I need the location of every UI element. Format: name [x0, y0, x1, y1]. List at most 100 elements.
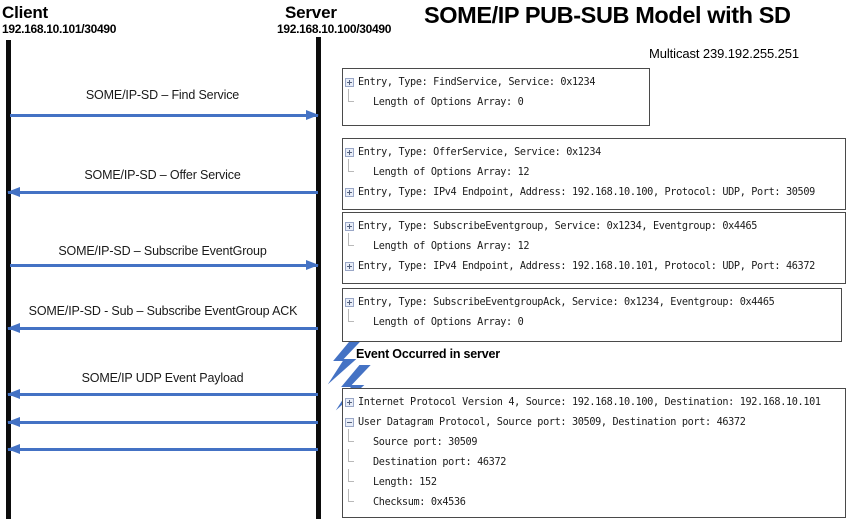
- message-label-subscribe-eventgroup: SOME/IP-SD – Subscribe EventGroup: [58, 244, 267, 258]
- arrow-head: [7, 444, 20, 454]
- arrow-head: [7, 389, 20, 399]
- tree-elbow-icon: [348, 489, 354, 502]
- message-arrow-udp-event-payload-2: [7, 417, 318, 428]
- message-arrow-subscribe-eventgroup-ack: [7, 323, 318, 334]
- arrow-shaft: [10, 264, 318, 267]
- arrow-head: [7, 187, 20, 197]
- server-actor-address: 192.168.10.100/30490: [277, 22, 392, 36]
- packet-row-text: Length: 152: [373, 477, 437, 488]
- packet-box-find-service[interactable]: Entry, Type: FindService, Service: 0x123…: [342, 68, 650, 126]
- message-arrow-udp-event-payload-1: [7, 389, 318, 400]
- packet-row-gutter: [343, 309, 358, 333]
- packet-row-text: Length of Options Array: 12: [373, 241, 530, 252]
- packet-row-toggle[interactable]: [343, 143, 358, 163]
- client-actor-title: Client: [2, 3, 49, 22]
- packet-detail-row[interactable]: Length of Options Array: 12: [343, 233, 845, 257]
- packet-detail-row[interactable]: Length of Options Array: 12: [343, 159, 845, 183]
- client-lifeline: [6, 40, 11, 519]
- tree-elbow-icon: [348, 159, 354, 172]
- message-label-subscribe-eventgroup-ack: SOME/IP-SD - Sub – Subscribe EventGroup …: [28, 304, 298, 318]
- packet-detail-row[interactable]: Entry, Type: FindService, Service: 0x123…: [343, 73, 649, 93]
- packet-detail-row[interactable]: Entry, Type: SubscribeEventgroup, Servic…: [343, 217, 845, 237]
- packet-detail-row[interactable]: Entry, Type: IPv4 Endpoint, Address: 192…: [343, 183, 845, 203]
- packet-detail-row[interactable]: User Datagram Protocol, Source port: 305…: [343, 413, 845, 433]
- arrow-shaft: [8, 448, 318, 451]
- arrow-shaft: [8, 191, 318, 194]
- message-arrow-subscribe-eventgroup: [10, 260, 319, 271]
- arrow-head: [306, 110, 319, 120]
- expand-plus-icon[interactable]: [345, 148, 354, 157]
- arrow-shaft: [8, 327, 318, 330]
- server-lifeline: [316, 37, 321, 519]
- tree-elbow-icon: [348, 233, 354, 246]
- packet-row-text: Entry, Type: OfferService, Service: 0x12…: [358, 147, 601, 158]
- packet-row-text: Checksum: 0x4536: [373, 497, 466, 508]
- packet-row-toggle[interactable]: [343, 183, 358, 203]
- expand-plus-icon[interactable]: [345, 188, 354, 197]
- packet-row-text: Entry, Type: FindService, Service: 0x123…: [358, 77, 596, 88]
- message-arrow-udp-event-payload-3: [7, 444, 318, 455]
- tree-elbow-icon: [348, 89, 354, 102]
- packet-detail-row[interactable]: Length of Options Array: 0: [343, 89, 649, 113]
- packet-row-gutter: [343, 233, 358, 257]
- packet-detail-row[interactable]: Entry, Type: OfferService, Service: 0x12…: [343, 143, 845, 163]
- packet-row-gutter: [343, 159, 358, 183]
- packet-detail-row[interactable]: Length of Options Array: 0: [343, 309, 841, 333]
- expand-plus-icon[interactable]: [345, 398, 354, 407]
- packet-row-text: Internet Protocol Version 4, Source: 192…: [358, 397, 821, 408]
- packet-row-gutter: [343, 429, 358, 453]
- packet-row-text: Length of Options Array: 0: [373, 317, 524, 328]
- packet-row-toggle[interactable]: [343, 217, 358, 237]
- packet-row-text: Entry, Type: SubscribeEventgroup, Servic…: [358, 221, 758, 232]
- arrow-shaft: [8, 393, 318, 396]
- tree-elbow-icon: [348, 309, 354, 322]
- packet-row-text: Length of Options Array: 0: [373, 97, 524, 108]
- packet-row-gutter: [343, 489, 358, 513]
- packet-row-gutter: [343, 89, 358, 113]
- packet-row-text: Destination port: 46372: [373, 457, 507, 468]
- expand-plus-icon[interactable]: [345, 262, 354, 271]
- packet-row-toggle[interactable]: [343, 257, 358, 277]
- packet-row-text: Entry, Type: IPv4 Endpoint, Address: 192…: [358, 187, 815, 198]
- message-arrow-find-service: [10, 110, 319, 121]
- packet-detail-row[interactable]: Destination port: 46372: [343, 449, 845, 473]
- message-arrow-offer-service: [7, 187, 318, 198]
- packet-box-subscribe-eventgroup[interactable]: Entry, Type: SubscribeEventgroup, Servic…: [342, 212, 846, 284]
- packet-detail-row[interactable]: Entry, Type: SubscribeEventgroupAck, Ser…: [343, 293, 841, 313]
- packet-row-text: Length of Options Array: 12: [373, 167, 530, 178]
- tree-elbow-icon: [348, 449, 354, 462]
- expand-plus-icon[interactable]: [345, 78, 354, 87]
- packet-detail-row[interactable]: Internet Protocol Version 4, Source: 192…: [343, 393, 845, 413]
- packet-detail-row[interactable]: Checksum: 0x4536: [343, 489, 845, 513]
- packet-row-text: Source port: 30509: [373, 437, 478, 448]
- packet-box-event-payload[interactable]: Internet Protocol Version 4, Source: 192…: [342, 388, 846, 518]
- arrow-shaft: [10, 114, 318, 117]
- collapse-minus-icon[interactable]: [345, 418, 354, 427]
- packet-detail-row[interactable]: Source port: 30509: [343, 429, 845, 453]
- event-occurred-note: Event Occurred in server: [356, 347, 500, 361]
- packet-row-toggle[interactable]: [343, 393, 358, 413]
- packet-row-text: Entry, Type: IPv4 Endpoint, Address: 192…: [358, 261, 815, 272]
- arrow-head: [306, 260, 319, 270]
- packet-detail-row[interactable]: Length: 152: [343, 469, 845, 493]
- packet-box-offer-service[interactable]: Entry, Type: OfferService, Service: 0x12…: [342, 138, 846, 210]
- arrow-shaft: [8, 421, 318, 424]
- diagram-title: SOME/IP PUB-SUB Model with SD: [424, 2, 791, 28]
- packet-box-subscribe-eventgroup-ack[interactable]: Entry, Type: SubscribeEventgroupAck, Ser…: [342, 288, 842, 342]
- tree-elbow-icon: [348, 429, 354, 442]
- packet-row-toggle[interactable]: [343, 413, 358, 433]
- packet-row-gutter: [343, 449, 358, 473]
- expand-plus-icon[interactable]: [345, 298, 354, 307]
- packet-detail-row[interactable]: Entry, Type: IPv4 Endpoint, Address: 192…: [343, 257, 845, 277]
- server-actor-title: Server: [285, 3, 337, 22]
- multicast-address-label: Multicast 239.192.255.251: [649, 46, 799, 61]
- message-label-udp-event-payload: SOME/IP UDP Event Payload: [81, 371, 244, 385]
- packet-row-toggle[interactable]: [343, 73, 358, 93]
- packet-row-text: User Datagram Protocol, Source port: 305…: [358, 417, 746, 428]
- arrow-head: [7, 323, 20, 333]
- message-label-find-service: SOME/IP-SD – Find Service: [85, 88, 240, 102]
- packet-row-text: Entry, Type: SubscribeEventgroupAck, Ser…: [358, 297, 775, 308]
- packet-row-toggle[interactable]: [343, 293, 358, 313]
- expand-plus-icon[interactable]: [345, 222, 354, 231]
